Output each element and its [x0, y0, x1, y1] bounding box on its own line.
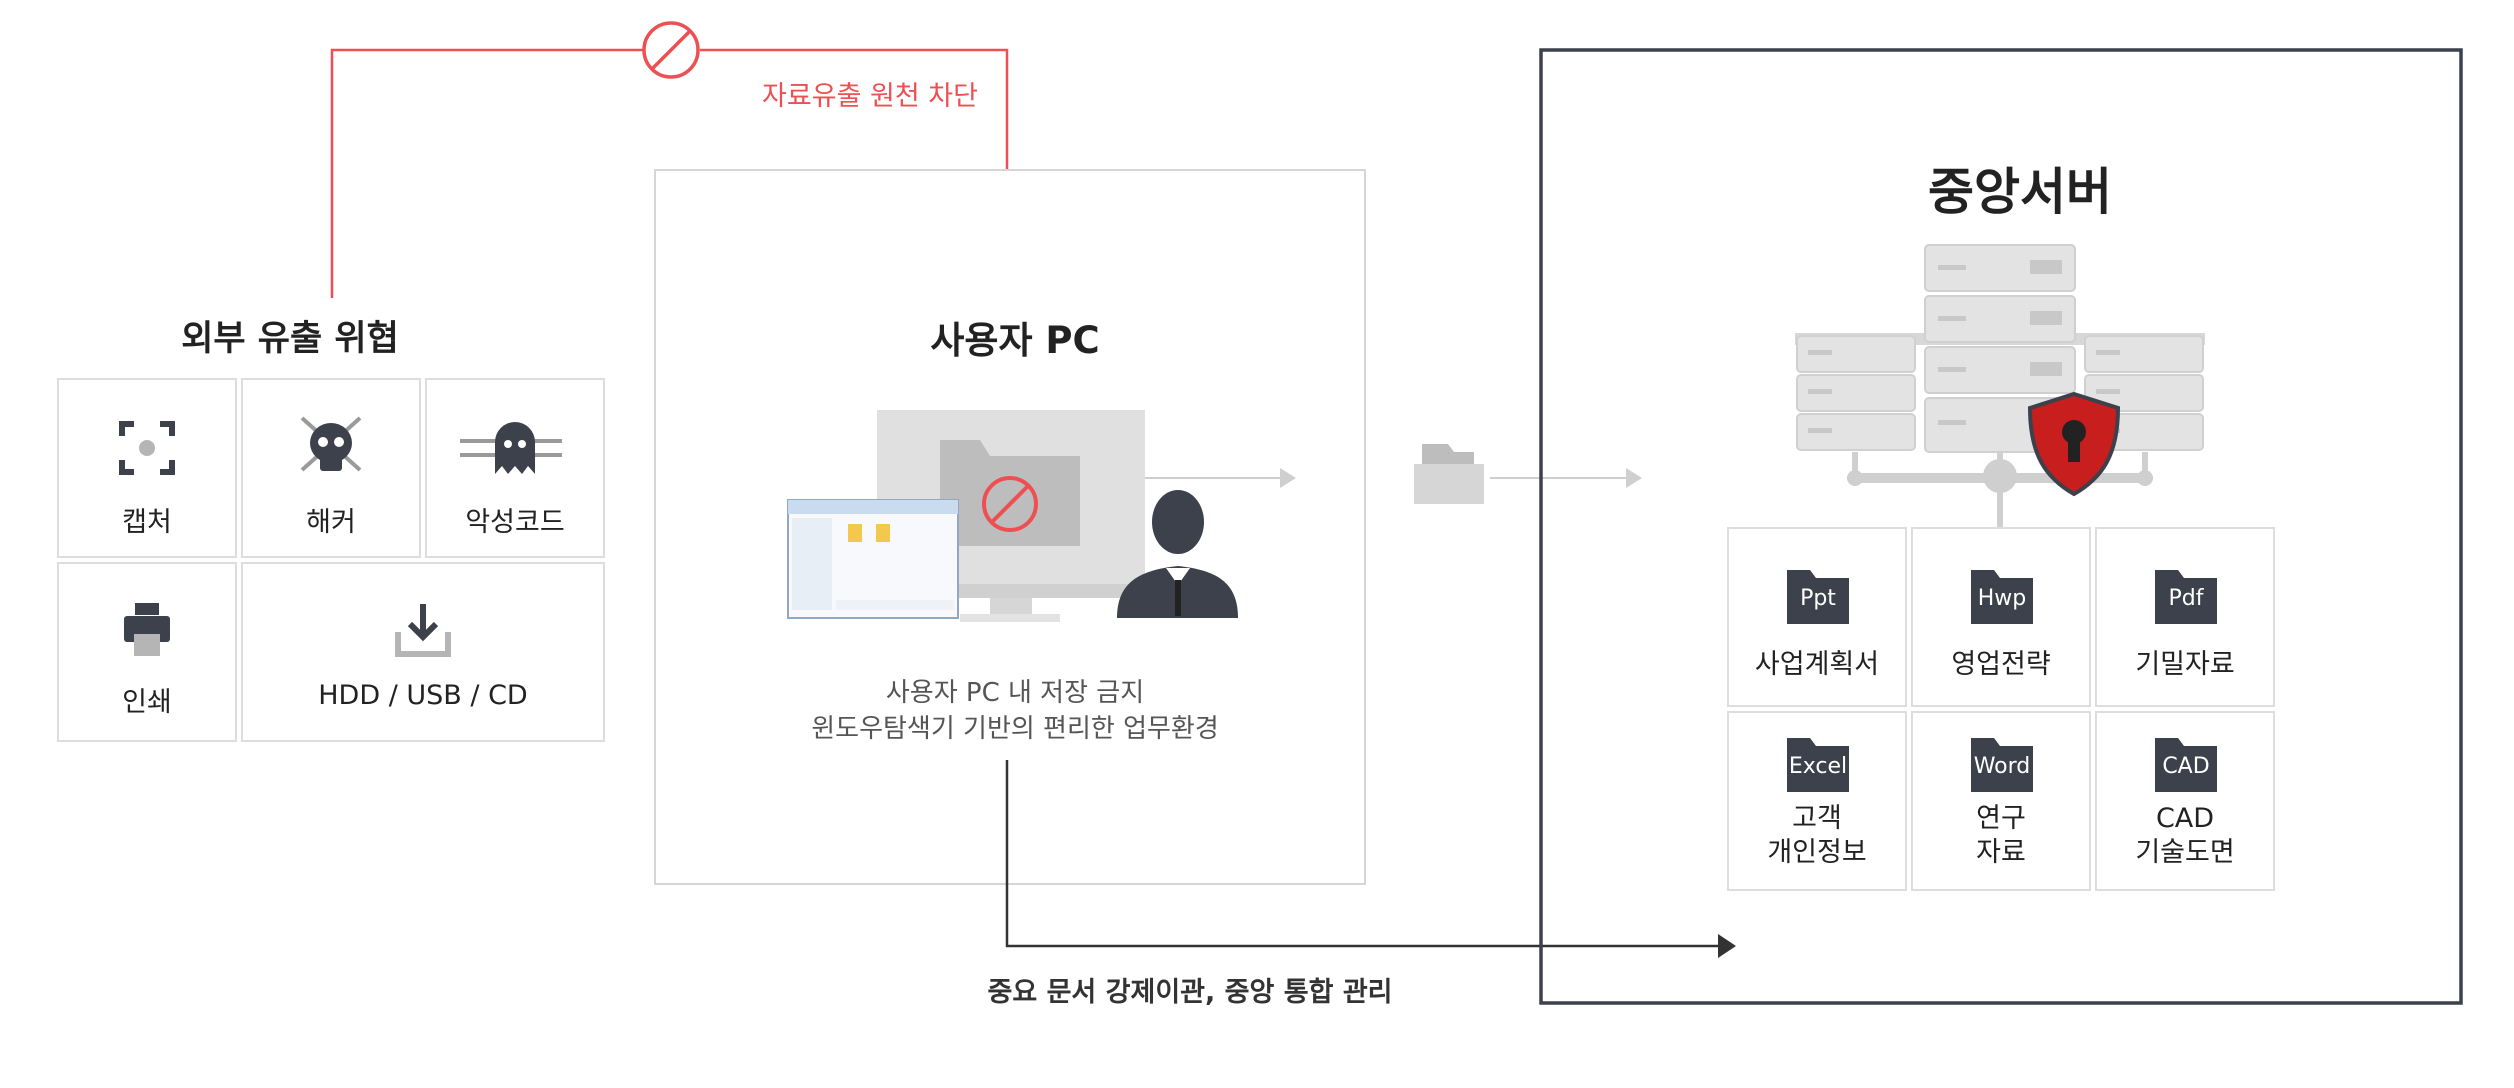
- server-box: [1539, 48, 2463, 1005]
- word-folder-icon: [1971, 738, 2033, 792]
- doc-tag-cad: CAD: [2162, 754, 2210, 779]
- doc-tag-excel: Excel: [1788, 754, 1848, 779]
- doc-tag-ppt: Ppt: [1800, 586, 1836, 611]
- document-grid: [1727, 527, 2275, 891]
- hacker-skull-icon: [300, 416, 362, 472]
- bottom-label: 중요 문서 강제이관, 중앙 통합 관리: [987, 977, 1393, 1008]
- hwp-folder-icon: [1971, 570, 2033, 624]
- threat-label-hacker: 해커: [306, 507, 356, 538]
- user-pc-desc-line1: 사용자 PC 내 저장 금지: [885, 678, 1145, 708]
- security-shield-icon: [2027, 391, 2121, 497]
- doc-tag-word: Word: [1973, 754, 2031, 779]
- doc-label-excel-line2: 개인정보: [1767, 837, 1867, 868]
- doc-label-word-line1: 연구: [1976, 803, 2026, 834]
- user-pc-desc-line2: 윈도우탐색기 기반의 편리한 업무환경: [811, 714, 1219, 744]
- doc-label-word-line2: 자료: [1976, 837, 2026, 868]
- ppt-folder-icon: [1787, 570, 1849, 624]
- doc-label-cad-line2: 기술도면: [2135, 837, 2235, 868]
- block-note: 자료유출 원천 차단: [762, 81, 978, 112]
- threat-label-malware: 악성코드: [465, 507, 565, 538]
- user-silhouette-icon: [1117, 490, 1238, 618]
- bottom-connector: [1005, 760, 1736, 958]
- pdf-folder-icon: [2155, 570, 2217, 624]
- pc-server-connector: [1145, 444, 1642, 504]
- threat-label-capture: 캡처: [122, 507, 172, 538]
- threat-label-print: 인쇄: [122, 687, 172, 718]
- printer-icon: [124, 603, 170, 656]
- server-rack-illustration: [1795, 244, 2205, 530]
- server-title: 중앙서버: [1928, 163, 2112, 221]
- explorer-window-illustration: [787, 499, 959, 619]
- threats-title: 외부 유출 위협: [181, 319, 399, 359]
- excel-folder-icon: [1787, 738, 1849, 792]
- malware-ghost-icon: [460, 422, 562, 474]
- block-connector: [330, 21, 1017, 298]
- doc-label-pdf: 기밀자료: [2135, 649, 2235, 680]
- capture-icon: [119, 421, 175, 475]
- folder-icon: [1414, 444, 1484, 504]
- user-pc-title: 사용자 PC: [930, 319, 1100, 362]
- doc-label-excel-line1: 고객: [1792, 803, 1842, 834]
- threat-label-media: HDD / USB / CD: [318, 680, 528, 711]
- doc-tag-pdf: Pdf: [2168, 586, 2204, 611]
- doc-label-cad-line1: CAD: [2155, 803, 2215, 834]
- doc-label-hwp: 영업전략: [1951, 649, 2051, 680]
- cad-folder-icon: [2155, 738, 2217, 792]
- doc-tag-hwp: Hwp: [1977, 586, 2027, 611]
- download-icon: [395, 604, 451, 657]
- doc-label-ppt: 사업계획서: [1754, 649, 1880, 680]
- prohibited-icon: [642, 21, 700, 79]
